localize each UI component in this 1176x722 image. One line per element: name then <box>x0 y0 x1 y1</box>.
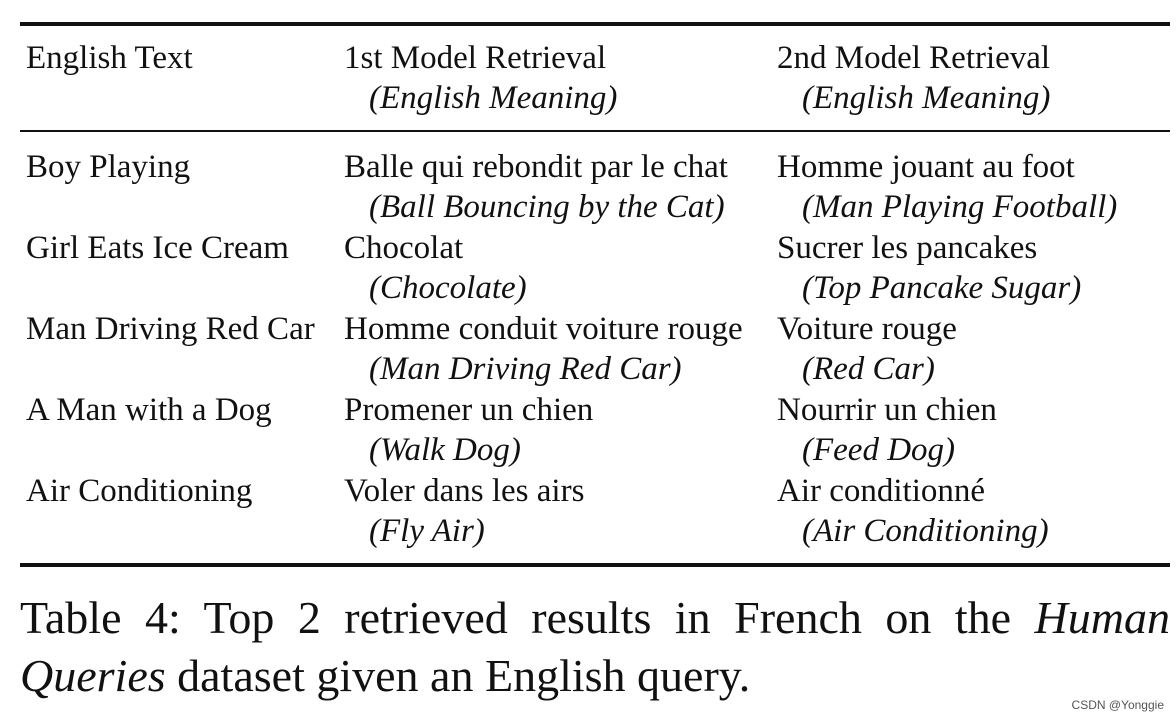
row-4-english: A Man with a Dog <box>26 392 272 428</box>
caption-dataset-name: Human Queries <box>20 592 1170 701</box>
header-english-text: English Text <box>26 38 193 78</box>
row-5-first-retrieval: Voler dans les airs (Fly Air) <box>344 471 584 551</box>
header-sublabel: (English Meaning) <box>802 80 1051 116</box>
row-2-english: Girl Eats Ice Cream <box>26 230 289 266</box>
row-1-english: Boy Playing <box>26 149 191 185</box>
table-header-rule <box>20 130 1170 132</box>
header-label: 1st Model Retrieval <box>344 40 607 76</box>
table-caption: Table 4: Top 2 retrieved results in Fren… <box>20 589 1170 705</box>
english-meaning: (Air Conditioning) <box>802 513 1049 549</box>
row-3-english: Man Driving Red Car <box>26 311 315 347</box>
row-1-first-retrieval: Balle qui rebondit par le chat (Ball Bou… <box>344 147 728 227</box>
header-second-model: 2nd Model Retrieval (English Meaning) <box>777 38 1050 118</box>
english-meaning: (Man Driving Red Car) <box>369 351 682 387</box>
csdn-watermark: CSDN @Yonggie <box>1071 698 1164 712</box>
french-text: Homme conduit voiture rouge <box>344 311 743 347</box>
row-4-second-retrieval: Nourrir un chien (Feed Dog) <box>777 390 997 470</box>
row-3-first-retrieval: Homme conduit voiture rouge (Man Driving… <box>344 309 743 389</box>
english-meaning: (Walk Dog) <box>369 432 521 468</box>
row-3-second-retrieval: Voiture rouge (Red Car) <box>777 309 957 389</box>
french-text: Nourrir un chien <box>777 392 997 428</box>
row-5-second-retrieval: Air conditionné (Air Conditioning) <box>777 471 1049 551</box>
row-5-english: Air Conditioning <box>26 473 253 509</box>
row-4-first-retrieval: Promener un chien (Walk Dog) <box>344 390 593 470</box>
row-2-first-retrieval: Chocolat (Chocolate) <box>344 228 527 308</box>
french-text: Chocolat <box>344 230 464 266</box>
caption-prefix: Table 4: Top 2 retrieved results in Fren… <box>20 592 1035 643</box>
row-2-second-retrieval: Sucrer les pancakes (Top Pancake Sugar) <box>777 228 1081 308</box>
table-bottom-rule <box>20 563 1170 567</box>
english-meaning: (Feed Dog) <box>802 432 956 468</box>
header-first-model: 1st Model Retrieval (English Meaning) <box>344 38 617 118</box>
header-sublabel: (English Meaning) <box>369 80 618 116</box>
english-meaning: (Fly Air) <box>369 513 485 549</box>
french-text: Sucrer les pancakes <box>777 230 1038 266</box>
french-text: Air conditionné <box>777 473 986 509</box>
header-label: English Text <box>26 40 193 76</box>
english-meaning: (Chocolate) <box>369 270 527 306</box>
english-meaning: (Top Pancake Sugar) <box>802 270 1082 306</box>
header-label: 2nd Model Retrieval <box>777 40 1051 76</box>
french-text: Promener un chien <box>344 392 594 428</box>
table-top-rule <box>20 22 1170 26</box>
french-text: Balle qui rebondit par le chat <box>344 149 728 185</box>
french-text: Homme jouant au foot <box>777 149 1075 185</box>
row-1-second-retrieval: Homme jouant au foot (Man Playing Footba… <box>777 147 1117 227</box>
english-meaning: (Man Playing Football) <box>802 189 1118 225</box>
french-text: Voler dans les airs <box>344 473 585 509</box>
english-meaning: (Red Car) <box>802 351 935 387</box>
english-meaning: (Ball Bouncing by the Cat) <box>369 189 725 225</box>
caption-suffix: dataset given an English query. <box>165 650 751 701</box>
french-text: Voiture rouge <box>777 311 957 347</box>
